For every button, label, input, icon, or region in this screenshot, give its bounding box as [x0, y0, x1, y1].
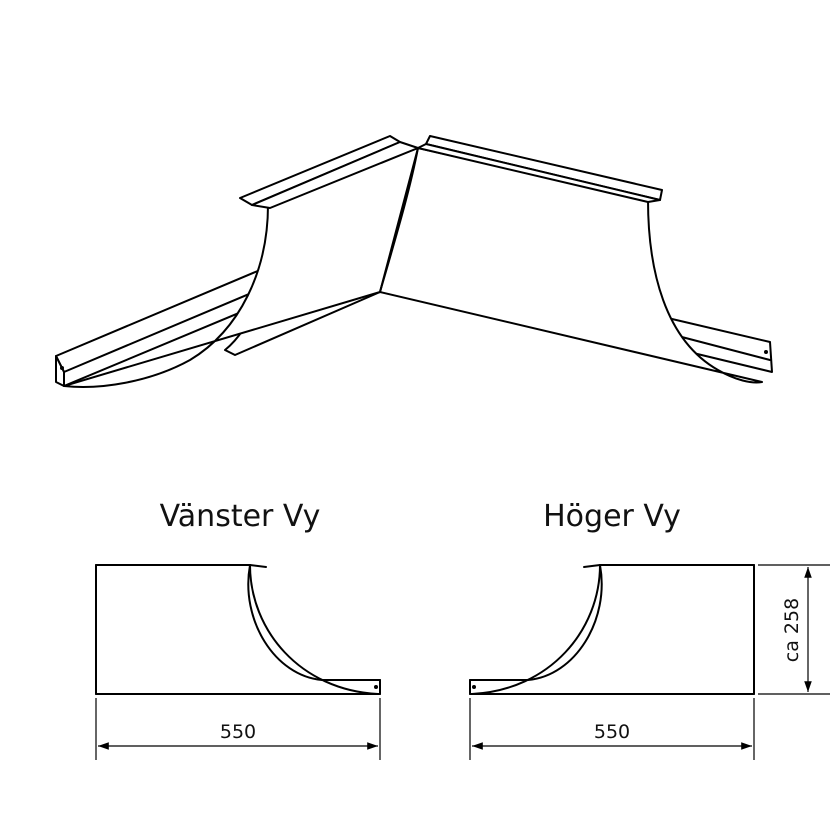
- right-view: Höger Vy 550 ca 258: [469, 499, 830, 760]
- isometric-gutter-corner: [55, 135, 773, 388]
- left-view: Vänster Vy 550: [95, 499, 381, 760]
- right-gutter-curve: [379, 147, 763, 384]
- left-width-label: 550: [220, 721, 256, 743]
- left-width-dimension: 550: [95, 698, 381, 760]
- right-height-dimension: ca 258: [758, 564, 830, 695]
- right-width-label: 550: [594, 721, 630, 743]
- right-width-dimension: 550: [469, 698, 755, 760]
- left-view-profile: [95, 564, 381, 695]
- right-height-label: ca 258: [781, 598, 803, 662]
- right-view-profile: [469, 564, 755, 695]
- top-lip-right: [417, 135, 663, 203]
- left-rail: [55, 269, 271, 387]
- right-view-title: Höger Vy: [543, 499, 681, 534]
- left-view-title: Vänster Vy: [160, 499, 321, 534]
